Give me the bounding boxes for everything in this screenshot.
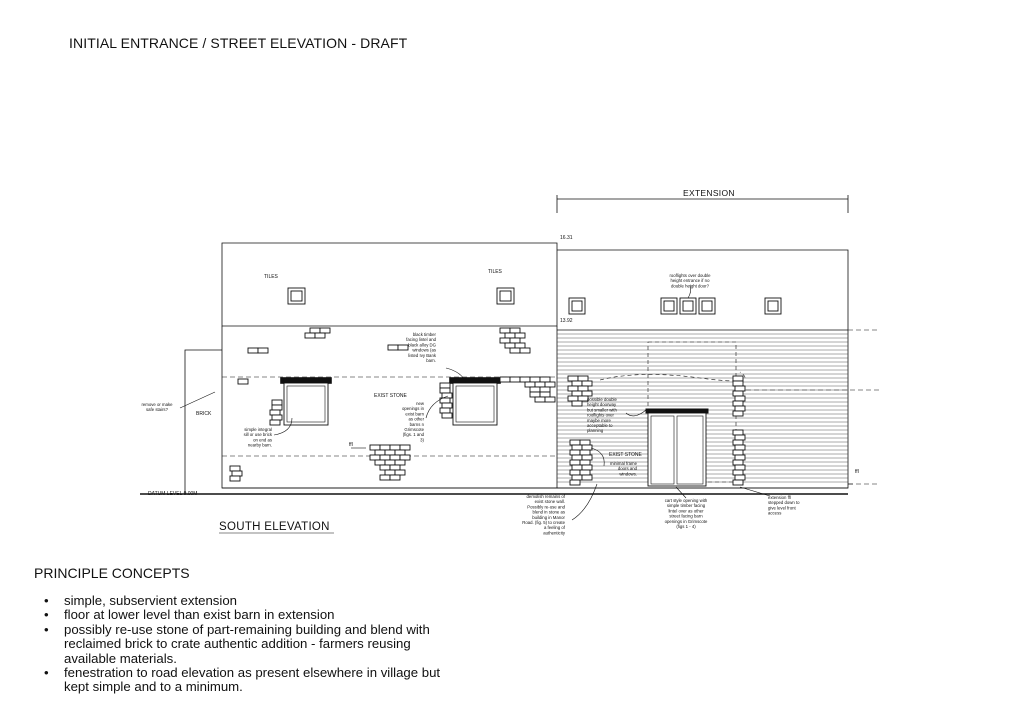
concept-item: simple, subservient extension: [44, 593, 444, 609]
exist-stone-barn-label: EXIST STONE: [374, 393, 408, 399]
drawing-title: INITIAL ENTRANCE / STREET ELEVATION - DR…: [69, 35, 408, 51]
elevation-name: SOUTH ELEVATION: [219, 521, 330, 533]
barn-roof: [221, 242, 558, 327]
level-eaves: 13.92: [560, 318, 573, 324]
annotation-leaders: [179, 284, 853, 521]
level-top: 16.31: [560, 235, 573, 241]
ffl-label-right: ffl: [855, 469, 859, 475]
stone-patches: [229, 327, 746, 486]
datum-label: DATUM LEVEL 9.00M: [148, 491, 197, 497]
barn-windows: [280, 377, 501, 426]
ffl-label-left: ffl: [349, 442, 353, 448]
brick-outbuilding: [184, 349, 222, 494]
tiles-label-right: TILES: [488, 269, 503, 275]
brick-label: BRICK: [196, 411, 212, 417]
entrance-doors: [645, 408, 709, 487]
exist-stone-extension-label: EXIST STONE: [609, 452, 643, 458]
extension-cladding: [557, 333, 848, 483]
concepts-list: simple, subservient extension floor at l…: [44, 593, 444, 695]
extension-label: EXTENSION: [683, 188, 735, 198]
concept-item: floor at lower level than exist barn in …: [44, 607, 444, 623]
concept-item: fenestration to road elevation as presen…: [44, 665, 444, 695]
concept-item: possibly re-use stone of part-remaining …: [44, 622, 444, 666]
tiles-label-left: TILES: [264, 274, 279, 280]
rooflight-icons: [287, 287, 782, 315]
concepts-heading: PRINCIPLE CONCEPTS: [34, 565, 190, 581]
